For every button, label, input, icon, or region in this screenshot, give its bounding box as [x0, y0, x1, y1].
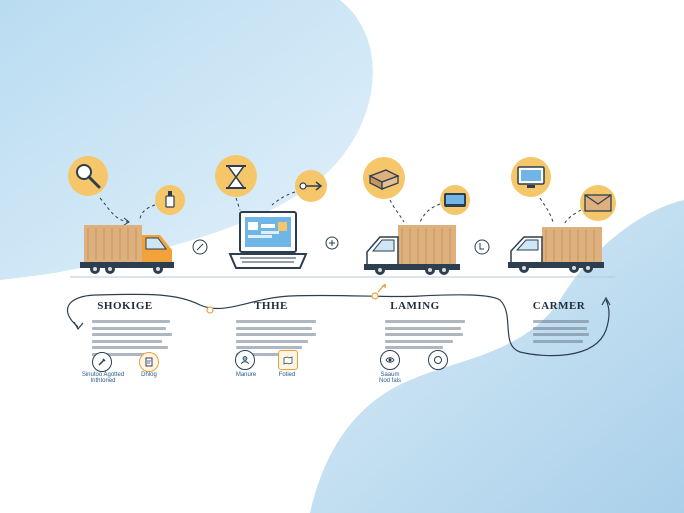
dashed-connector [99, 197, 129, 223]
flow-arrowhead-left [73, 321, 84, 331]
connector-dot [325, 236, 339, 250]
stage-description [92, 320, 172, 359]
dashed-connector [539, 197, 554, 223]
arrow-key-icon [295, 170, 327, 202]
stage-transit: THHE Manure Fotied [186, 0, 357, 513]
stage-description [385, 320, 465, 353]
user-icon [235, 350, 255, 370]
flow-path [66, 293, 610, 357]
icon-caption: Fotied [278, 372, 296, 378]
magnifier-icon [68, 156, 108, 196]
dashed-connector [271, 191, 296, 206]
dashed-connector [235, 197, 241, 211]
stage-title: LAMING [390, 300, 440, 312]
tablet-icon [440, 185, 470, 215]
stage-title: CARMER [532, 300, 586, 312]
hourglass-icon [215, 155, 257, 197]
icon-caption: Dhlog [141, 372, 157, 378]
stage-description [236, 320, 316, 359]
map-icon [278, 350, 298, 370]
eye-icon [380, 350, 400, 370]
dashed-connector [139, 204, 156, 221]
stage-title: SHOKIGE [97, 300, 153, 312]
delivery-truck [80, 225, 174, 274]
flow-node [206, 306, 214, 314]
clock-icon [428, 350, 448, 370]
laptop [228, 211, 308, 269]
dashed-connector [419, 203, 441, 223]
flow-spark [377, 283, 386, 293]
delivery-truck [508, 227, 604, 273]
delivery-truck [364, 225, 460, 275]
icon-caption: Sinutoo Agotted Inthtoned [81, 372, 125, 384]
connector-dot [192, 239, 208, 255]
dashed-connector [563, 209, 582, 225]
box-icon [363, 157, 405, 199]
flow-arrowhead-right [601, 296, 611, 306]
stage-title: THHE [254, 300, 288, 312]
dashed-connector [389, 199, 405, 223]
flow-node [371, 292, 379, 300]
stage-storage: SHOKIGE Sinutoo Agotted Inthtoned Dhlog [40, 0, 211, 513]
icon-caption: Manure [235, 372, 257, 378]
monitor-icon [511, 157, 551, 197]
tool-icon [92, 352, 112, 372]
document-box-icon [580, 185, 616, 221]
background-blob-top [0, 0, 373, 280]
stage-carrier: CARMER [476, 0, 647, 513]
background-blob-bottom [310, 200, 684, 513]
bottle-icon [155, 185, 185, 215]
connector-dot [474, 239, 490, 255]
document-icon [139, 352, 159, 372]
stage-landing: LAMING Saaum Nod fals [330, 0, 501, 513]
stage-description [533, 320, 613, 346]
icon-caption: Saaum Nod fals [378, 372, 401, 384]
arrow-tip [123, 217, 130, 226]
